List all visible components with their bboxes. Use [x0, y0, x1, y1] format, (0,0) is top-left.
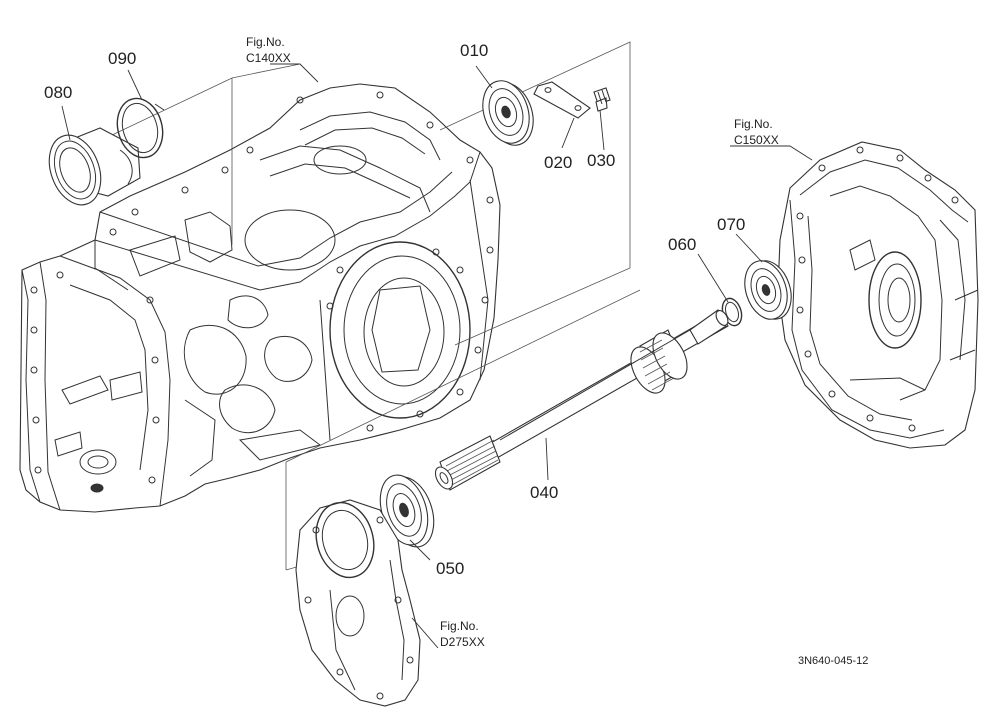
leader-lines [61, 63, 813, 649]
drawing-number: 3N640-045-12 [798, 655, 868, 667]
part-010-bearing [482, 80, 534, 146]
figure-ref-d275-line1: Fig.No. [440, 619, 479, 633]
figure-ref-c140: Fig.No. C140XX [246, 35, 291, 65]
callout-080: 080 [44, 83, 72, 102]
part-callouts: 080 090 010 020 030 060 070 040 050 [44, 41, 745, 578]
clutch-housing-c150 [777, 141, 979, 449]
figure-ref-d275: Fig.No. D275XX [440, 619, 485, 649]
figure-ref-d275-line2: D275XX [440, 635, 485, 649]
callout-070: 070 [717, 215, 745, 234]
callout-030: 030 [587, 151, 615, 170]
figure-ref-c140-line1: Fig.No. [246, 35, 285, 49]
part-030-bolt [593, 87, 611, 112]
part-040-shaft [434, 309, 729, 491]
transmission-case-c140 [19, 83, 501, 513]
part-070-bearing [744, 260, 792, 320]
figure-ref-c150-line2: C150XX [734, 133, 779, 147]
part-050-bearing [379, 474, 435, 548]
callout-090: 090 [108, 49, 136, 68]
front-cover-d275 [295, 499, 421, 707]
figure-ref-c140-line2: C140XX [246, 51, 291, 65]
callout-050: 050 [436, 559, 464, 578]
callout-020: 020 [544, 153, 572, 172]
exploded-group-frame-upper [109, 41, 631, 346]
part-090-snap-ring [116, 97, 165, 159]
callout-010: 010 [460, 41, 488, 60]
case-bolt-holes [30, 91, 494, 484]
figure-ref-c150: Fig.No. C150XX [734, 117, 779, 147]
part-020-plate [533, 81, 591, 119]
part-080-cover [48, 127, 141, 206]
figure-ref-c150-line1: Fig.No. [734, 117, 773, 131]
callout-060: 060 [668, 235, 696, 254]
callout-040: 040 [530, 483, 558, 502]
